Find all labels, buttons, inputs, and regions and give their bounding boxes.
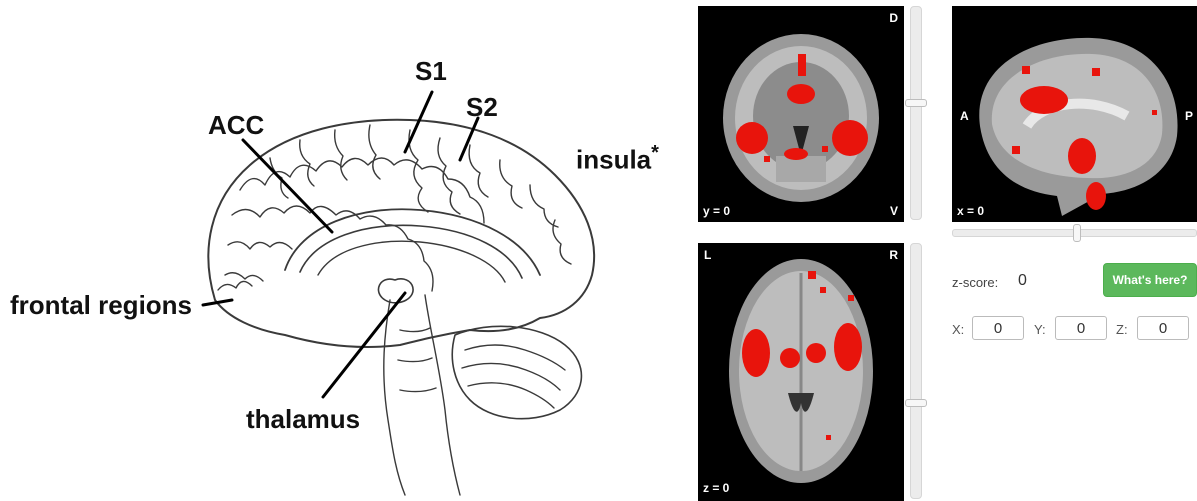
coord-x-input[interactable] <box>972 316 1024 340</box>
coronal-orientation-d: D <box>889 11 898 25</box>
sagittal-orientation-p: P <box>1185 109 1193 123</box>
label-acc: ACC <box>208 110 264 141</box>
zscore-value: 0 <box>1018 272 1027 290</box>
coronal-slice-slider[interactable] <box>910 6 922 220</box>
label-frontal-regions: frontal regions <box>10 290 192 321</box>
label-thalamus: thalamus <box>246 404 360 435</box>
axial-slice-slider[interactable] <box>910 243 922 499</box>
sagittal-slice-image <box>952 6 1197 222</box>
coord-y-input[interactable] <box>1055 316 1107 340</box>
coronal-slider-handle[interactable] <box>905 99 927 107</box>
zscore-label: z-score: <box>952 275 998 290</box>
whats-here-button[interactable]: What's here? <box>1103 263 1197 297</box>
axial-orientation-r: R <box>889 248 898 262</box>
sagittal-slice-label: x = 0 <box>957 204 984 218</box>
label-insula-asterisk: * <box>651 142 659 164</box>
axial-view-panel[interactable]: L R z = 0 <box>698 243 904 501</box>
coronal-slice-label: y = 0 <box>703 204 730 218</box>
coord-y-label: Y: <box>1034 322 1046 337</box>
axial-slider-handle[interactable] <box>905 399 927 407</box>
coord-z-input[interactable] <box>1137 316 1189 340</box>
sagittal-orientation-a: A <box>960 109 969 123</box>
sagittal-slider-handle[interactable] <box>1073 224 1081 242</box>
label-insula-text: insula <box>576 145 651 175</box>
label-s2: S2 <box>466 92 498 123</box>
axial-slice-image <box>698 243 904 501</box>
label-insula: insula* <box>576 142 659 176</box>
coord-x-label: X: <box>952 322 964 337</box>
axial-slice-label: z = 0 <box>703 481 729 495</box>
sagittal-slice-slider[interactable] <box>952 229 1197 237</box>
sagittal-view-panel[interactable]: A P x = 0 <box>952 6 1197 222</box>
coronal-orientation-v: V <box>890 204 898 218</box>
coronal-view-panel[interactable]: D y = 0 V <box>698 6 904 222</box>
axial-orientation-l: L <box>704 248 711 262</box>
coord-z-label: Z: <box>1116 322 1128 337</box>
coronal-slice-image <box>698 6 904 222</box>
label-s1: S1 <box>415 56 447 87</box>
